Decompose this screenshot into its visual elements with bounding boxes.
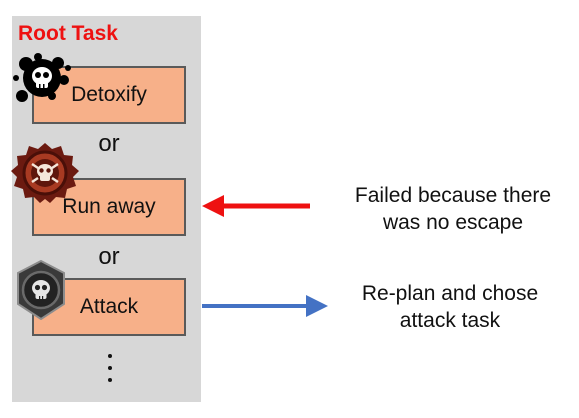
fail-note: Failed because there was no escape: [328, 182, 578, 236]
task-run-away: Run away: [32, 178, 186, 236]
task-run-away-label: Run away: [62, 195, 156, 218]
skull-medallion-icon: [11, 143, 79, 203]
poison-skull-icon: [13, 53, 71, 102]
or-separator-2: or: [98, 243, 120, 270]
replan-note-line-1: Re-plan and chose: [361, 282, 539, 305]
or-separator-1: or: [98, 130, 120, 157]
replan-note: Re-plan and chose attack task: [330, 280, 570, 334]
replan-arrow: [202, 295, 328, 317]
fail-note-line-1: Failed because there: [354, 184, 552, 207]
fail-arrow: [202, 195, 310, 217]
skull-shield-icon: [17, 260, 65, 320]
fail-note-line-2: was no escape: [382, 211, 524, 234]
task-detoxify-label: Detoxify: [71, 83, 147, 106]
more-tasks-ellipsis: [32, 350, 186, 390]
root-task-label: Root Task: [18, 22, 118, 45]
replan-note-line-2: attack task: [399, 309, 501, 332]
task-attack-label: Attack: [79, 295, 139, 318]
